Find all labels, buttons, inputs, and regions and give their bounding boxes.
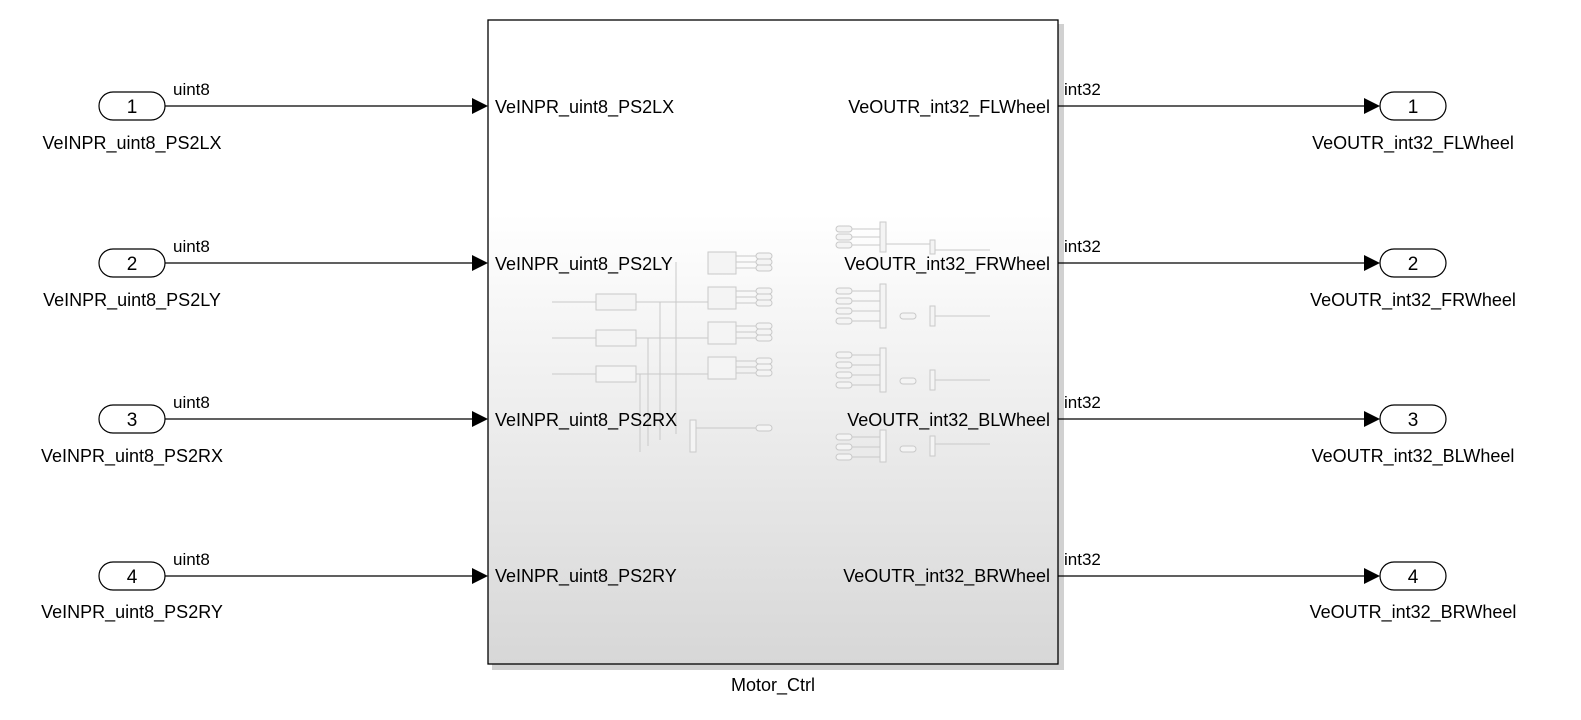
subsystem-output-port-label: VeOUTR_int32_BRWheel xyxy=(843,566,1050,587)
signal-data-type: uint8 xyxy=(173,550,210,569)
signal-data-type: int32 xyxy=(1064,237,1101,256)
subsystem-input-port-label: VeINPR_uint8_PS2LX xyxy=(495,97,674,118)
inport-name[interactable]: VeINPR_uint8_PS2RX xyxy=(41,446,223,467)
inport-block[interactable]: 1 xyxy=(98,91,166,121)
outport-block[interactable]: 3 xyxy=(1379,404,1447,434)
subsystem-input-port-label: VeINPR_uint8_PS2RX xyxy=(495,410,677,431)
inport-number: 3 xyxy=(127,410,138,431)
inport-name[interactable]: VeINPR_uint8_PS2RY xyxy=(41,602,223,623)
outport-number: 3 xyxy=(1408,410,1419,431)
inport-number: 2 xyxy=(127,254,138,275)
outport-number: 2 xyxy=(1408,254,1419,275)
outport-block[interactable]: 1 xyxy=(1379,91,1447,121)
signal-data-type: uint8 xyxy=(173,393,210,412)
outport-number: 4 xyxy=(1408,567,1419,588)
signal-line[interactable] xyxy=(1058,568,1380,584)
signal-line[interactable] xyxy=(165,411,488,427)
subsystem-name[interactable]: Motor_Ctrl xyxy=(731,675,815,696)
outport-number: 1 xyxy=(1408,97,1419,118)
outport-block[interactable]: 4 xyxy=(1379,561,1447,591)
inport-block[interactable]: 3 xyxy=(98,404,166,434)
subsystem-output-port-label: VeOUTR_int32_FRWheel xyxy=(844,254,1050,275)
signal-data-type: int32 xyxy=(1064,393,1101,412)
inport-block[interactable]: 2 xyxy=(98,248,166,278)
outport-name[interactable]: VeOUTR_int32_FRWheel xyxy=(1310,290,1516,311)
outport-name[interactable]: VeOUTR_int32_BLWheel xyxy=(1312,446,1515,467)
signal-line[interactable] xyxy=(165,568,488,584)
signal-line[interactable] xyxy=(165,255,488,271)
outport-name[interactable]: VeOUTR_int32_FLWheel xyxy=(1312,133,1514,154)
inport-name[interactable]: VeINPR_uint8_PS2LX xyxy=(42,133,221,154)
subsystem-input-port-label: VeINPR_uint8_PS2LY xyxy=(495,254,673,275)
signal-line[interactable] xyxy=(1058,98,1380,114)
outport-block[interactable]: 2 xyxy=(1379,248,1447,278)
subsystem-content-preview xyxy=(552,221,990,463)
subsystem-output-port-label: VeOUTR_int32_FLWheel xyxy=(848,97,1050,118)
signal-data-type: uint8 xyxy=(173,237,210,256)
motor-ctrl-subsystem-block[interactable]: VeINPR_uint8_PS2LX VeINPR_uint8_PS2LY Ve… xyxy=(487,19,1064,670)
inport-number: 4 xyxy=(127,567,138,588)
subsystem-output-port-label: VeOUTR_int32_BLWheel xyxy=(847,410,1050,431)
signal-line[interactable] xyxy=(165,98,488,114)
signal-data-type: uint8 xyxy=(173,80,210,99)
signal-line[interactable] xyxy=(1058,255,1380,271)
inport-block[interactable]: 4 xyxy=(98,561,166,591)
subsystem-input-port-label: VeINPR_uint8_PS2RY xyxy=(495,566,677,587)
inport-name[interactable]: VeINPR_uint8_PS2LY xyxy=(43,290,221,311)
signal-data-type: int32 xyxy=(1064,550,1101,569)
signal-line[interactable] xyxy=(1058,411,1380,427)
outport-name[interactable]: VeOUTR_int32_BRWheel xyxy=(1310,602,1517,623)
inport-number: 1 xyxy=(127,97,138,118)
signal-data-type: int32 xyxy=(1064,80,1101,99)
